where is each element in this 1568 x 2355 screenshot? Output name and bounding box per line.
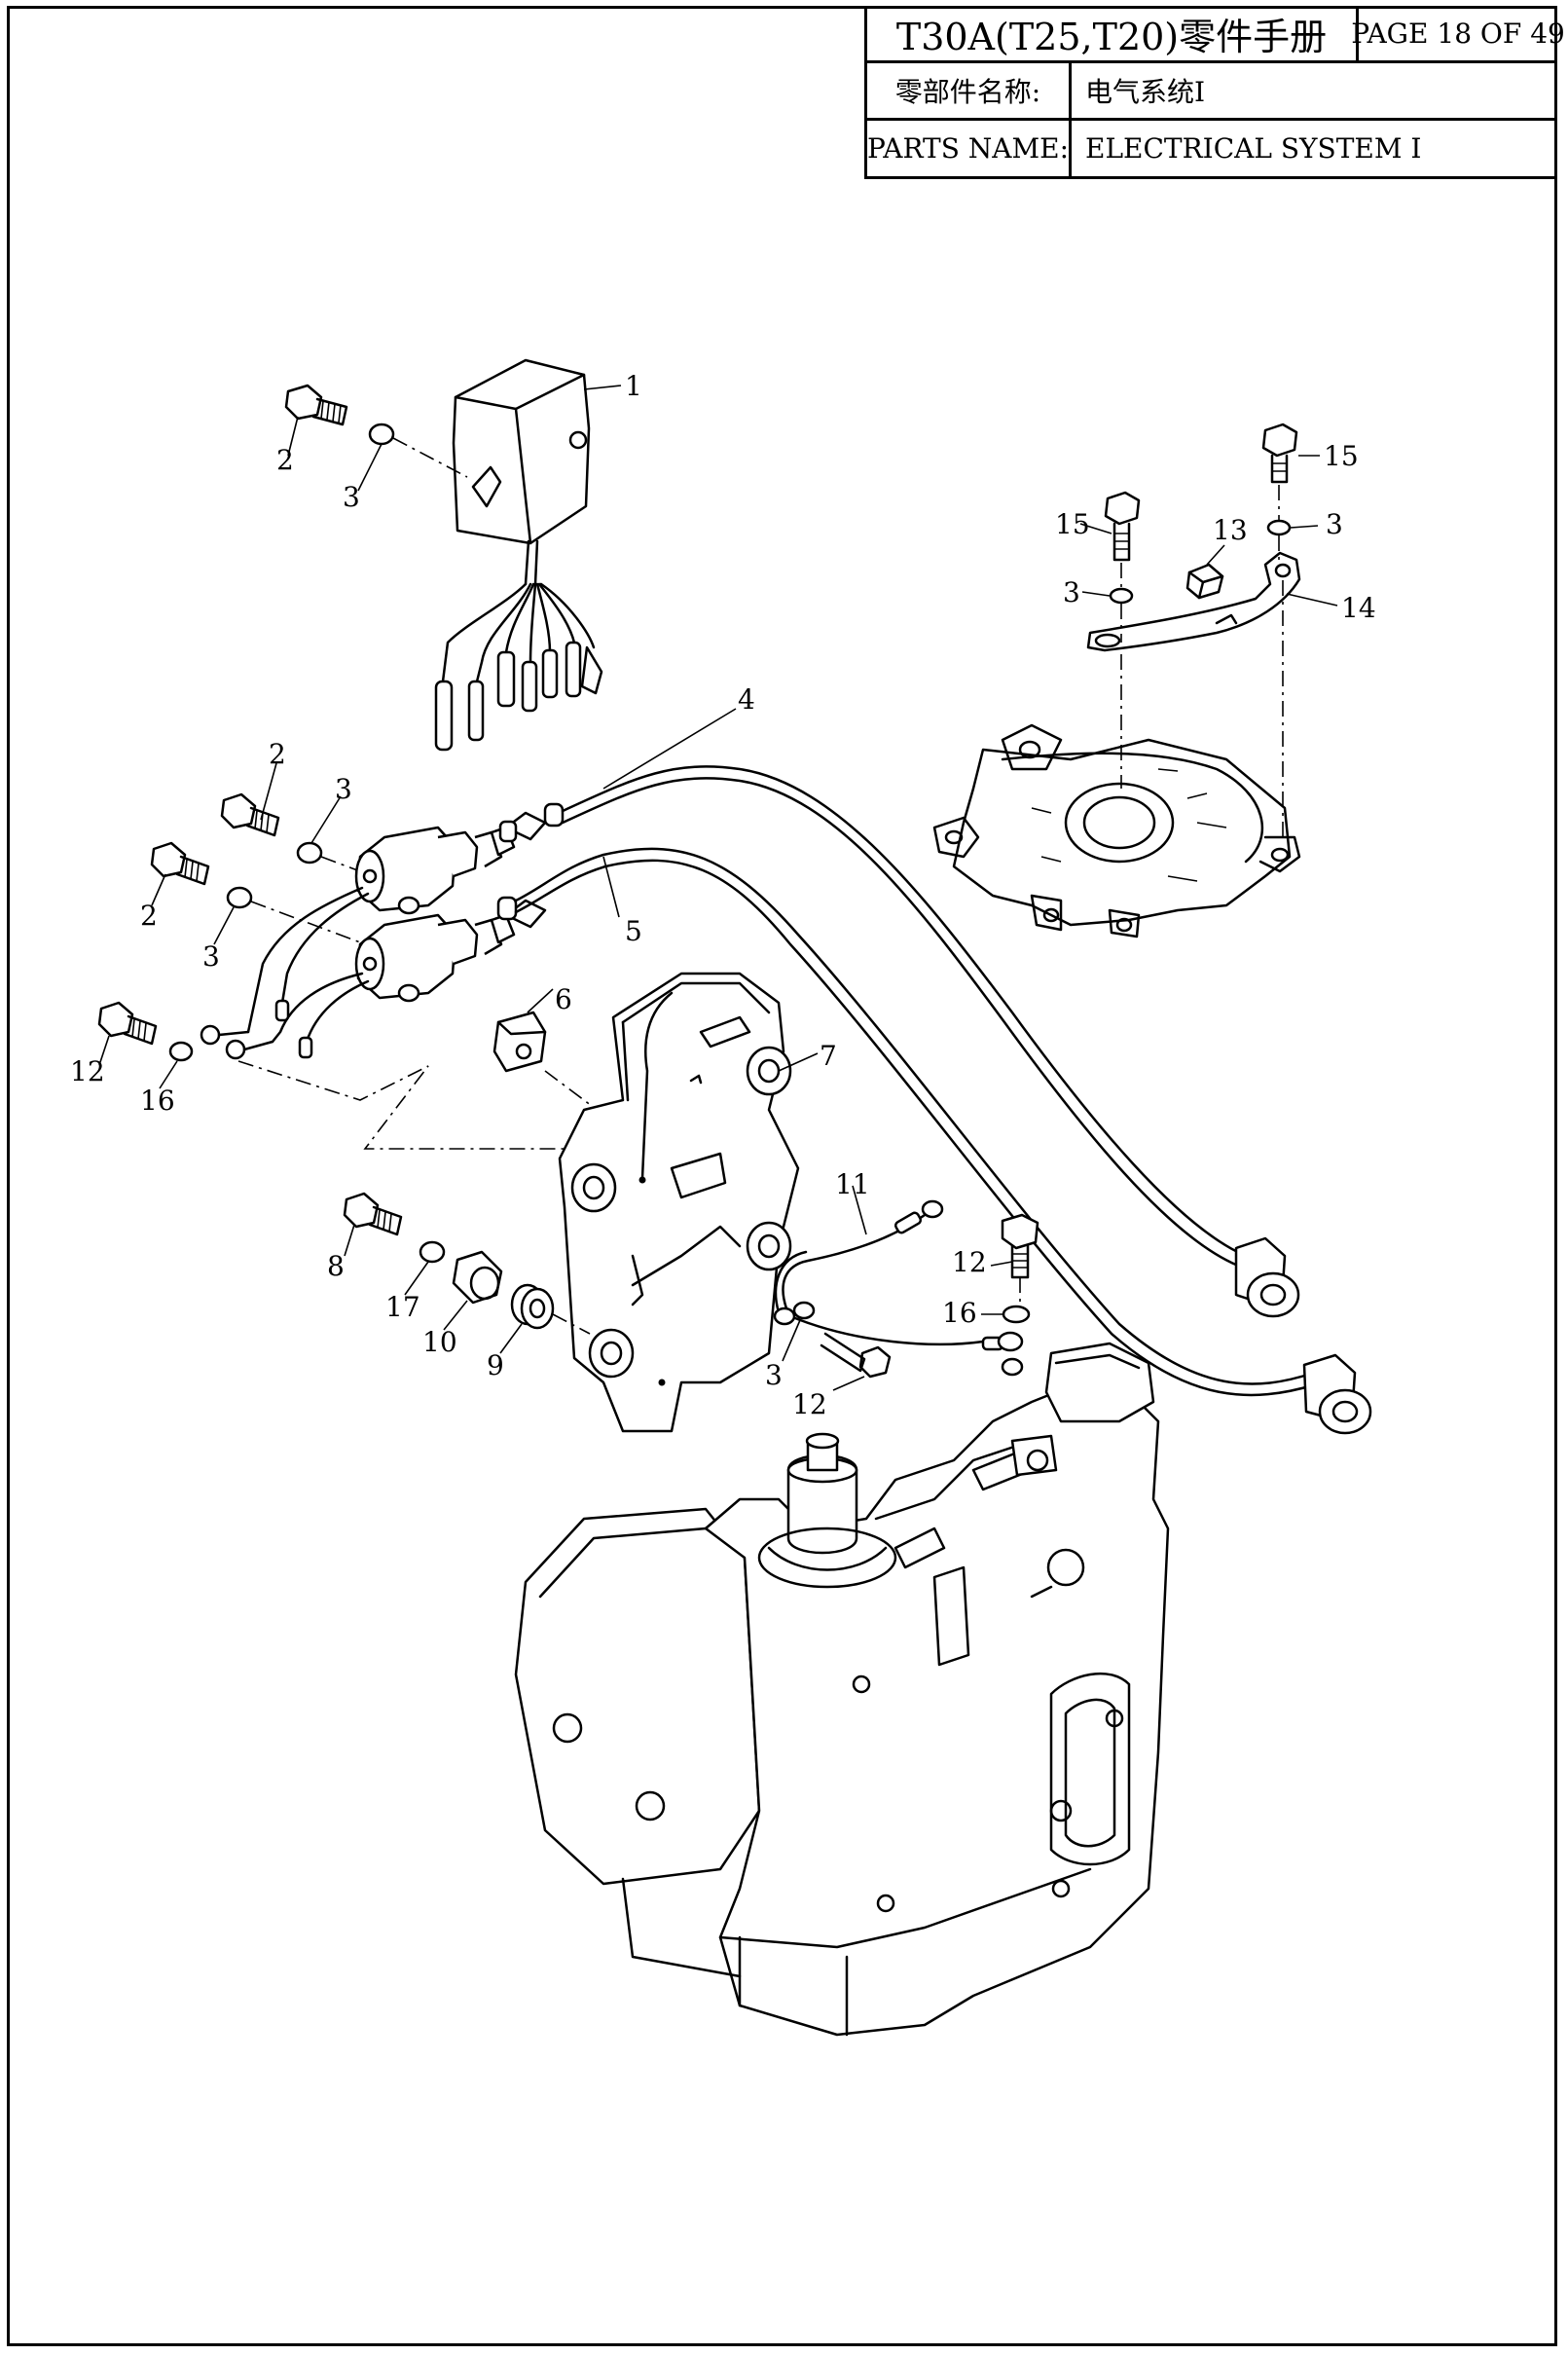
leader-lines bbox=[98, 385, 1338, 1391]
throttle-plate-14 bbox=[1086, 551, 1301, 652]
parts-name-value-en: ELECTRICAL SYSTEM I bbox=[1085, 132, 1422, 165]
callout-12-lower: 12 bbox=[792, 1388, 827, 1420]
callout-3-coil-a: 3 bbox=[335, 773, 352, 805]
bracket-7 bbox=[558, 972, 800, 1433]
parts-name-label-en: PARTS NAME: bbox=[867, 121, 1072, 176]
clip-6 bbox=[492, 1011, 547, 1073]
bolt-2-middle-b bbox=[150, 841, 210, 886]
bolt-12-left bbox=[97, 1001, 158, 1046]
bolt-8 bbox=[343, 1192, 403, 1236]
ignition-coil-lower bbox=[354, 913, 516, 1003]
callout-3-coil-b: 3 bbox=[202, 940, 220, 973]
callout-9: 9 bbox=[487, 1349, 504, 1381]
stator-base-plate bbox=[932, 723, 1301, 938]
washer-3-plate-left bbox=[1109, 587, 1134, 605]
bolt-12-right bbox=[1001, 1213, 1039, 1279]
washer-16-right bbox=[1002, 1305, 1031, 1324]
parts-name-value-cn: 电气系统Ⅰ bbox=[1085, 76, 1206, 108]
callout-2-coil-b: 2 bbox=[140, 900, 158, 932]
ground-lead-11 bbox=[773, 1199, 1024, 1352]
callout-15-right: 15 bbox=[1324, 440, 1359, 472]
callout-3-plate-left: 3 bbox=[1063, 576, 1080, 608]
manual-title: T30A(T25,T20)零件手册 bbox=[867, 6, 1359, 60]
callout-10: 10 bbox=[422, 1326, 457, 1358]
cdi-unit-part bbox=[434, 358, 603, 752]
bolt-2-top bbox=[284, 384, 348, 426]
callout-labels: 1 2 3 2 3 2 3 4 5 6 7 12 16 8 17 10 9 11… bbox=[70, 370, 1376, 1420]
callout-15-left: 15 bbox=[1055, 508, 1090, 540]
grommet-9 bbox=[510, 1283, 555, 1330]
washer-3-middle-b bbox=[226, 886, 253, 909]
callout-17: 17 bbox=[385, 1291, 420, 1323]
page-number: PAGE 18 OF 49 bbox=[1351, 17, 1565, 50]
callout-16-right: 16 bbox=[942, 1297, 977, 1329]
bolt-12-lower bbox=[820, 1332, 892, 1379]
high-tension-lead-4 bbox=[504, 765, 1300, 1318]
ignition-coil-upper bbox=[354, 826, 516, 915]
callout-3-lower: 3 bbox=[765, 1359, 783, 1391]
bolt-15-left bbox=[1104, 491, 1141, 562]
callout-4: 4 bbox=[738, 683, 755, 716]
washer-3-plate-right bbox=[1266, 519, 1292, 536]
washer-3-top bbox=[368, 423, 395, 446]
parts-name-row-cn: 零部件名称: 电气系统Ⅰ bbox=[867, 63, 1557, 121]
title-row: T30A(T25,T20)零件手册 PAGE 18 OF 49 bbox=[867, 6, 1565, 63]
callout-6: 6 bbox=[555, 983, 572, 1015]
callout-2-top: 2 bbox=[276, 444, 294, 476]
washer-3-lower bbox=[792, 1301, 816, 1320]
callout-16-left: 16 bbox=[140, 1085, 175, 1117]
callout-8: 8 bbox=[327, 1250, 345, 1282]
callout-14: 14 bbox=[1341, 592, 1376, 624]
callout-5: 5 bbox=[625, 915, 642, 947]
washer-3-middle-a bbox=[296, 841, 323, 865]
callout-11: 11 bbox=[835, 1168, 870, 1200]
bolt-2-middle-a bbox=[220, 792, 280, 837]
callout-2-coil-a: 2 bbox=[269, 738, 286, 770]
callout-3-top: 3 bbox=[343, 481, 360, 513]
callout-12-left: 12 bbox=[70, 1055, 105, 1087]
callout-12-right: 12 bbox=[952, 1246, 987, 1278]
clip-13 bbox=[1185, 563, 1224, 600]
washer-17 bbox=[419, 1240, 446, 1264]
callout-1: 1 bbox=[625, 370, 642, 402]
washer-16-left bbox=[168, 1041, 194, 1062]
parts-name-row-en: PARTS NAME: ELECTRICAL SYSTEM I bbox=[867, 121, 1557, 176]
engine-powerhead bbox=[514, 1342, 1170, 2037]
parts-name-label-cn: 零部件名称: bbox=[867, 63, 1072, 118]
bolt-15-right bbox=[1261, 423, 1298, 484]
title-block: T30A(T25,T20)零件手册 PAGE 18 OF 49 零部件名称: 电… bbox=[864, 6, 1565, 179]
page-border bbox=[7, 6, 1557, 2346]
callout-3-plate-right: 3 bbox=[1326, 508, 1343, 540]
callout-7: 7 bbox=[820, 1040, 837, 1072]
callout-13: 13 bbox=[1213, 514, 1248, 546]
collar-10 bbox=[452, 1250, 503, 1305]
